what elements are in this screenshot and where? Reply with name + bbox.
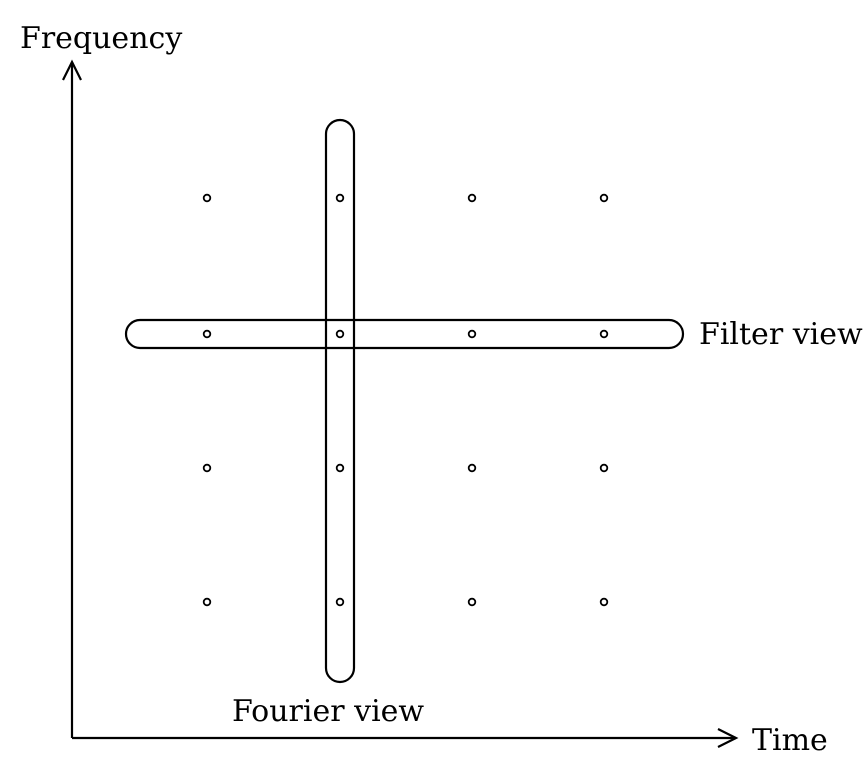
fourier-view-band xyxy=(324,118,356,684)
grid-point-r1-c4 xyxy=(599,193,609,203)
grid-point-r2-c1 xyxy=(202,329,212,339)
grid-point-r1-c3 xyxy=(467,193,477,203)
grid-point-r1-c1 xyxy=(202,193,212,203)
grid-point-r4-c1 xyxy=(202,597,212,607)
grid-point-r4-c4 xyxy=(599,597,609,607)
filter-view-label: Filter view xyxy=(699,317,863,352)
grid-point-r3-c1 xyxy=(202,463,212,473)
grid-points xyxy=(202,193,609,607)
frequency-axis-arrowhead xyxy=(62,59,82,81)
grid-point-r3-c2 xyxy=(335,463,345,473)
fourier-view-label: Fourier view xyxy=(232,694,425,729)
grid-point-r1-c2 xyxy=(335,193,345,203)
grid-point-r2-c4 xyxy=(599,329,609,339)
grid-point-r3-c4 xyxy=(599,463,609,473)
frequency-axis-label: Frequency xyxy=(20,21,183,56)
grid-point-r3-c3 xyxy=(467,463,477,473)
filter-view-band xyxy=(124,318,685,350)
time-axis-label: Time xyxy=(752,723,828,758)
grid-point-r2-c2 xyxy=(335,329,345,339)
time-axis-arrowhead xyxy=(717,728,739,748)
grid-point-r2-c3 xyxy=(467,329,477,339)
grid-point-r4-c2 xyxy=(335,597,345,607)
axes xyxy=(62,59,739,748)
grid-point-r4-c3 xyxy=(467,597,477,607)
